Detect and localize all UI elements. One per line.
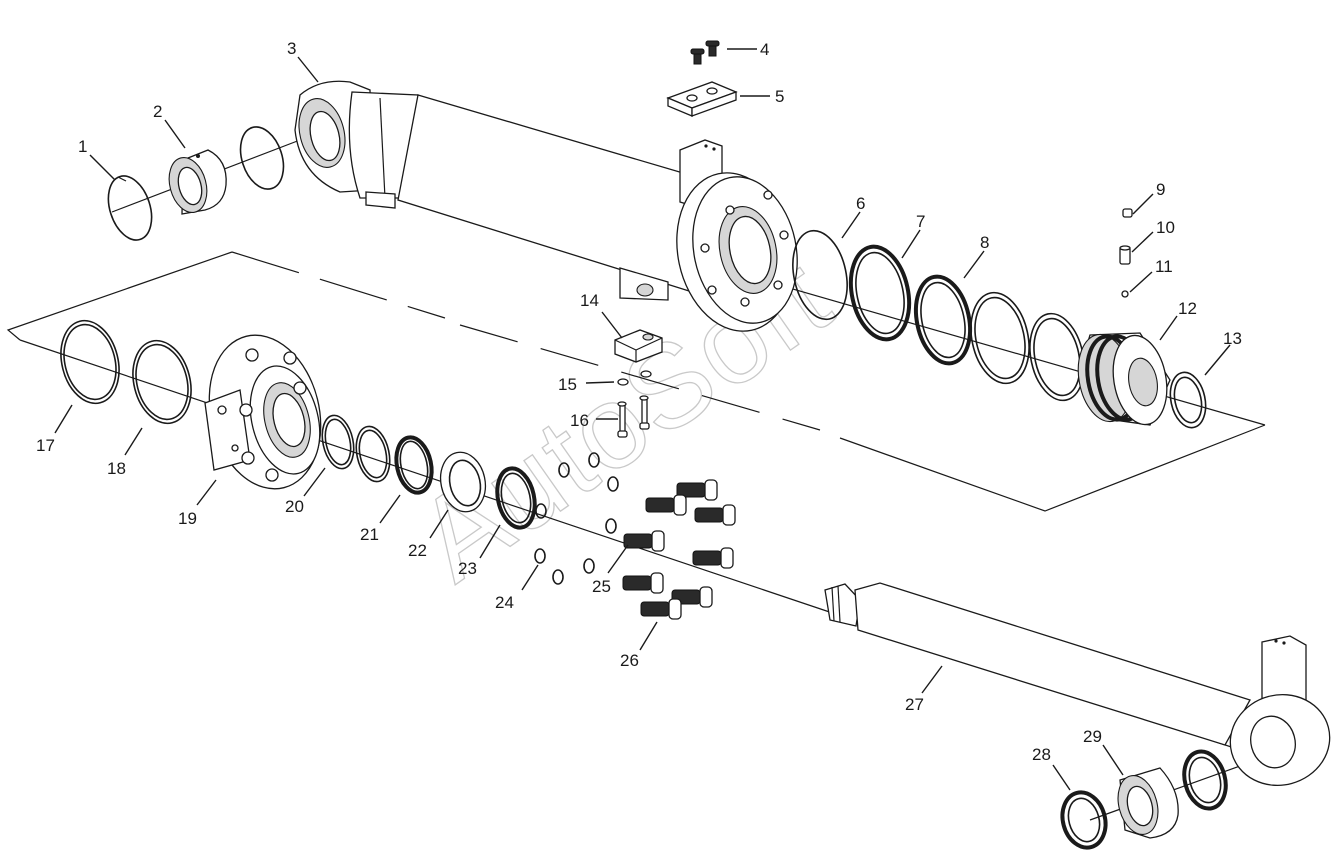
piston-rod-part-27 [824,582,1331,787]
callout-labels: 1 2 3 4 5 6 7 8 9 10 11 12 13 14 15 16 1… [36,39,1242,764]
bolts-parts-25-26 [622,479,736,620]
callout-27: 27 [905,695,924,714]
callout-9: 9 [1156,180,1165,199]
callout-23: 23 [458,559,477,578]
small-parts-9-11 [1119,208,1133,298]
fasteners-parts-15-16 [617,370,652,438]
callout-12: 12 [1178,299,1197,318]
plate-part-5 [666,81,738,117]
clamp-part-14 [614,329,663,363]
callout-1: 1 [78,137,87,156]
callout-26: 26 [620,651,639,670]
callout-20: 20 [285,497,304,516]
callout-24: 24 [495,593,514,612]
cylinder-tube-part-3 [294,80,798,332]
screws-part-4 [690,40,720,65]
callout-22: 22 [408,541,427,560]
callout-17: 17 [36,436,55,455]
washers-part-24 [534,452,619,585]
callout-2: 2 [153,102,162,121]
snap-ring-part-1 [107,175,153,241]
callout-19: 19 [178,509,197,528]
ring-part-13 [1169,371,1207,429]
leader-lines [54,48,1231,791]
callout-18: 18 [107,459,126,478]
rings-parts-17-18 [60,319,192,425]
callout-15: 15 [558,375,577,394]
assembly-outline [6,251,1266,512]
seal-rings-parts-20-23 [321,414,537,530]
callout-10: 10 [1156,218,1175,237]
callout-14: 14 [580,291,599,310]
snap-ring-pin-side [239,126,285,190]
callout-28: 28 [1032,745,1051,764]
callout-13: 13 [1223,329,1242,348]
callout-6: 6 [856,194,865,213]
piston-part-12 [1077,332,1171,426]
callout-7: 7 [916,212,925,231]
callout-8: 8 [980,233,989,252]
seal-rings-parts-6-8 [792,229,1085,402]
callout-5: 5 [775,87,784,106]
callout-4: 4 [760,40,769,59]
gland-head-part-19 [204,334,322,490]
callout-21: 21 [360,525,379,544]
callout-11: 11 [1155,257,1173,276]
callout-16: 16 [570,411,589,430]
callout-29: 29 [1083,727,1102,746]
bushing-part-2 [168,149,227,215]
callout-25: 25 [592,577,611,596]
rod-end-parts-28-29 [1060,749,1228,850]
callout-3: 3 [287,39,296,58]
